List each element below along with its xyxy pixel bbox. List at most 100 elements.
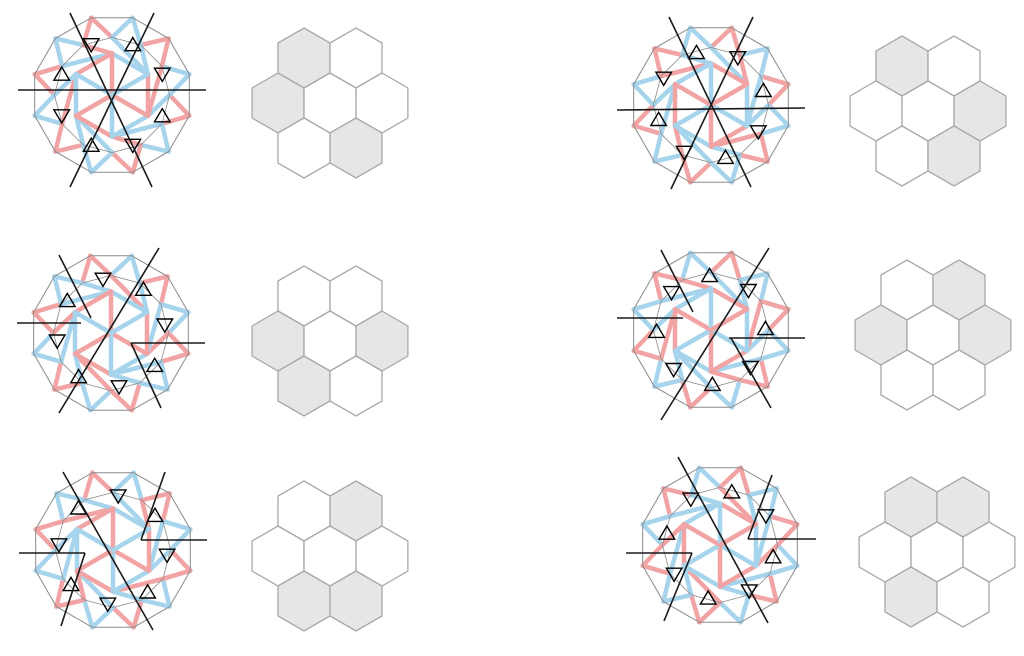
- blue-segment: [708, 327, 750, 354]
- hex-cell-lower-right: [329, 570, 383, 632]
- red-segment: [109, 150, 135, 175]
- tile-edge: [760, 104, 769, 134]
- blue-segment: [717, 584, 752, 598]
- blue-segment: [717, 600, 743, 625]
- blue-segment: [138, 142, 171, 154]
- hex-flower-row2-left: [251, 265, 409, 417]
- tile-edge: [748, 573, 771, 596]
- red-segment: [738, 465, 752, 498]
- cut-line: [69, 12, 155, 188]
- red-segment: [631, 123, 664, 137]
- red-segment: [33, 518, 66, 532]
- blue-segment: [110, 506, 152, 532]
- tile-edge: [653, 301, 662, 331]
- red-segment: [652, 46, 685, 58]
- red-segment: [110, 576, 166, 594]
- red-segment: [158, 351, 191, 365]
- blue-segment: [661, 571, 673, 604]
- triangle-down: [48, 334, 67, 350]
- blue-segment: [688, 465, 702, 498]
- red-segment: [52, 380, 85, 392]
- blue-segment: [52, 71, 79, 98]
- red-segment: [775, 522, 800, 548]
- hex-flower-row1-right: [849, 35, 1007, 187]
- tile-edge: [60, 282, 83, 305]
- tile-edge: [110, 275, 140, 284]
- hex-cell-lower-right: [329, 117, 383, 179]
- hex-flower-row2-right: [854, 259, 1012, 411]
- triangle-down: [123, 138, 142, 154]
- triangle-up: [134, 280, 153, 296]
- blue-segment: [631, 73, 664, 87]
- red-segment: [32, 72, 57, 98]
- triangle-up: [145, 356, 164, 373]
- tile-edge: [112, 492, 142, 501]
- red-segment: [744, 298, 764, 354]
- blue-segment: [81, 597, 95, 630]
- red-segment: [32, 63, 65, 77]
- triangle-up: [764, 548, 783, 564]
- tile-edge: [141, 499, 164, 522]
- red-segment: [31, 301, 64, 315]
- red-segment: [59, 71, 79, 127]
- triangle-up: [649, 110, 668, 127]
- cut-line: [58, 254, 92, 319]
- red-segment: [640, 542, 665, 568]
- red-segment: [110, 547, 152, 574]
- blue-segment: [54, 491, 87, 503]
- red-segment: [697, 600, 723, 625]
- hex-cell-lower-right: [329, 355, 383, 417]
- blue-segment: [679, 25, 693, 58]
- tile-edge: [140, 123, 163, 146]
- cut-line: [747, 474, 773, 540]
- red-segment: [708, 61, 750, 87]
- triangle-down: [756, 509, 775, 525]
- blue-segment: [767, 486, 779, 519]
- pattern-row2-right: [617, 247, 805, 421]
- triangle-down: [664, 362, 683, 379]
- blue-segment: [160, 576, 172, 609]
- blue-segment: [661, 592, 694, 604]
- blue-segment: [110, 568, 152, 594]
- tile-edge: [160, 332, 169, 362]
- blue-segment: [672, 348, 714, 374]
- blue-segment: [631, 307, 656, 333]
- tile-edge: [162, 549, 171, 579]
- blue-segment: [758, 348, 791, 362]
- blue-segment: [54, 491, 66, 524]
- blue-segment: [667, 521, 687, 577]
- cut-line: [616, 107, 806, 111]
- triangle-up: [52, 65, 71, 81]
- red-segment: [110, 605, 136, 630]
- red-segment: [89, 15, 115, 40]
- blue-segment: [139, 597, 172, 609]
- blue-segment: [158, 359, 170, 392]
- blue-segment: [652, 356, 664, 389]
- tile-edge: [140, 44, 163, 67]
- triangle-up: [699, 589, 718, 605]
- tile-edge: [769, 516, 778, 546]
- triangle-down: [109, 380, 129, 396]
- red-segment: [737, 152, 770, 164]
- blue-segment: [775, 542, 800, 568]
- red-segment: [160, 568, 193, 582]
- red-segment: [158, 274, 170, 307]
- blue-segment: [746, 486, 779, 498]
- tile-edge: [669, 573, 692, 596]
- triangle-up: [58, 292, 77, 308]
- red-segment: [159, 36, 171, 69]
- red-segment: [672, 81, 714, 108]
- blue-segment: [758, 271, 770, 304]
- tile-edge: [82, 275, 112, 284]
- blue-segment: [53, 36, 86, 48]
- blue-segment: [166, 310, 191, 336]
- red-segment: [758, 73, 791, 87]
- tile-edge: [82, 382, 112, 391]
- red-segment: [74, 547, 116, 574]
- cut-line: [668, 16, 752, 188]
- triangle-down: [82, 38, 101, 54]
- cut-line: [677, 456, 769, 624]
- triangle-up: [123, 36, 142, 52]
- tile-edge: [769, 544, 778, 574]
- pattern-row1-left: [18, 12, 206, 188]
